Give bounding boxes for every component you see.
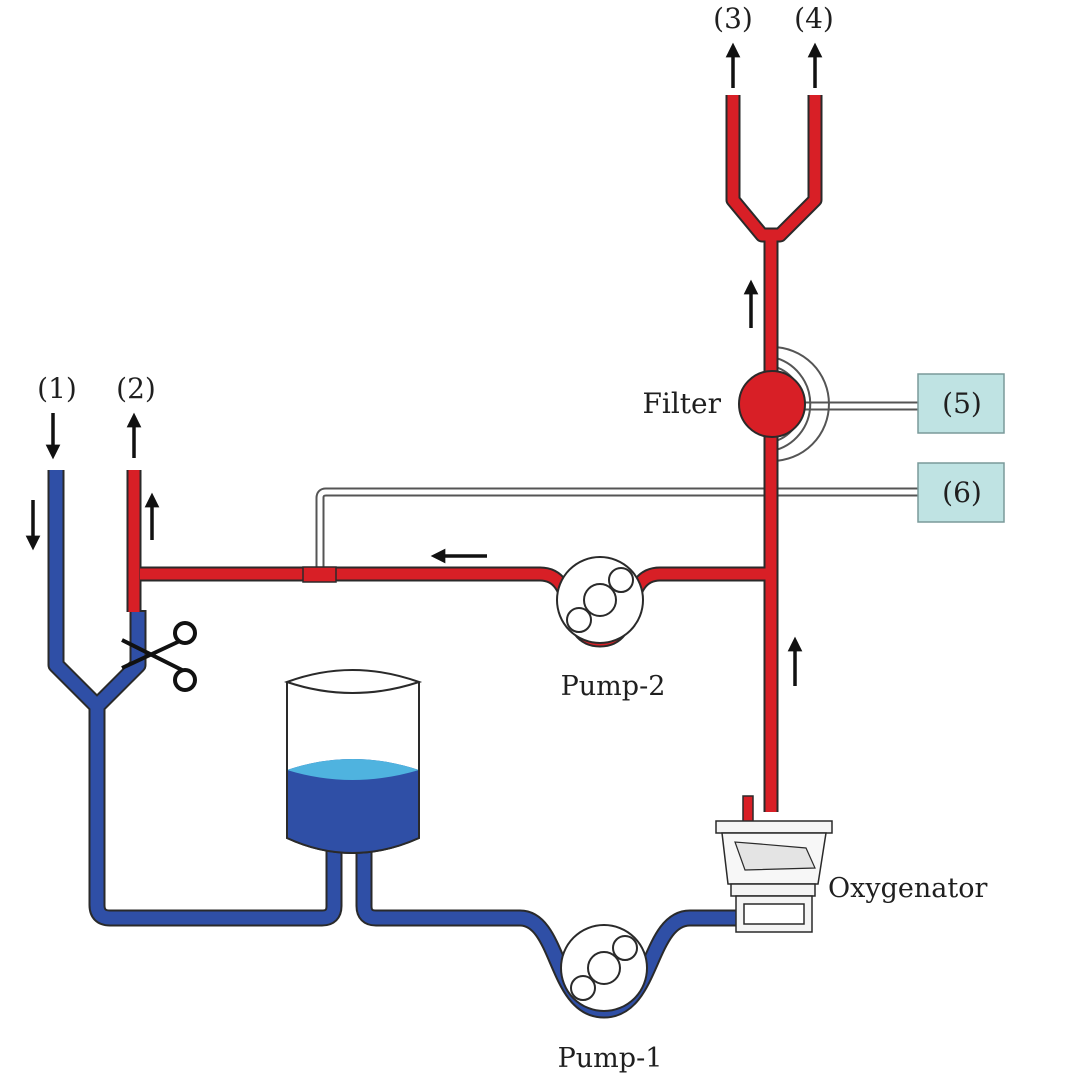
pump2-icon xyxy=(556,556,644,644)
monitor-box-6 xyxy=(917,462,1005,523)
pump1-icon xyxy=(560,924,648,1012)
monitor-label-6: (6) xyxy=(942,476,982,509)
pump1-label: Pump-1 xyxy=(558,1043,663,1074)
oxygenator-label: Oxygenator xyxy=(828,873,987,904)
filter-icon xyxy=(738,370,806,438)
monitor-box-5 xyxy=(917,373,1005,434)
port-label-3: (3) xyxy=(713,2,753,35)
monitor-line-6 xyxy=(315,487,920,572)
port-label-4: (4) xyxy=(794,2,834,35)
scissors-icon xyxy=(121,621,197,692)
pressure-connector xyxy=(302,566,337,583)
port-label-2: (2) xyxy=(116,372,156,405)
port-label-1: (1) xyxy=(37,372,77,405)
pump2-label: Pump-2 xyxy=(561,671,666,702)
reservoir-icon xyxy=(283,669,423,854)
filter-label: Filter xyxy=(642,387,721,420)
oxygenator-icon xyxy=(715,795,833,933)
monitor-label-5: (5) xyxy=(942,387,982,420)
arterial-tubing xyxy=(126,95,823,812)
